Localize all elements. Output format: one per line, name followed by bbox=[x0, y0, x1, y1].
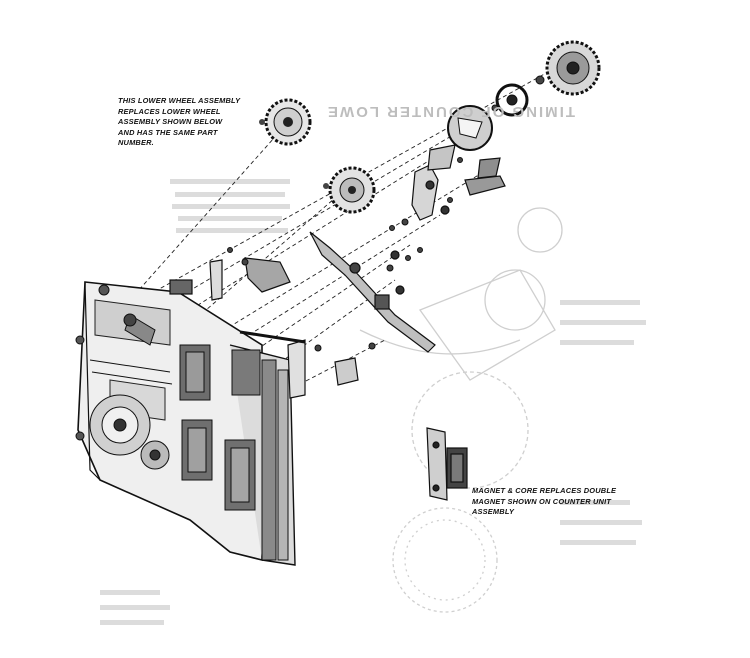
upper-wheel-gear bbox=[259, 98, 312, 146]
counter-frame-plate bbox=[75, 281, 296, 566]
callout-line: MAGNET SHOWN ON COUNTER UNIT bbox=[472, 496, 612, 506]
callout-line: ASSEMBLY SHOWN BELOW bbox=[118, 117, 223, 127]
top-right-gear-train bbox=[447, 40, 601, 151]
callout-line: THIS LOWER WHEEL ASSEMBLY bbox=[118, 96, 241, 105]
magnet-callout: MAGNET & CORE REPLACES DOUBLE MAGNET SHO… bbox=[472, 486, 616, 518]
callout-line: NUMBER. bbox=[118, 138, 154, 148]
upper-wheel-callout: THIS LOWER WHEEL ASSEMBLY REPLACES LOWER… bbox=[118, 96, 240, 149]
callout-line: REPLACES LOWER WHEEL bbox=[118, 106, 221, 116]
magnet-core-assembly bbox=[426, 427, 468, 501]
frame-gear-stacks bbox=[89, 313, 261, 511]
middle-wheel-gear bbox=[323, 166, 376, 214]
callout-line: ASSEMBLY bbox=[472, 507, 515, 517]
callout-line: AND HAS THE SAME PART bbox=[118, 127, 218, 137]
callout-line: MAGNET & CORE REPLACES DOUBLE bbox=[472, 486, 617, 495]
bleed-through-artwork bbox=[359, 207, 563, 613]
levers-and-brackets bbox=[169, 144, 506, 399]
show-through-heading: TIMING OF COUNTER LOWE bbox=[326, 103, 575, 120]
small-hardware bbox=[227, 157, 463, 352]
bleed-through-text-lines bbox=[100, 179, 646, 625]
